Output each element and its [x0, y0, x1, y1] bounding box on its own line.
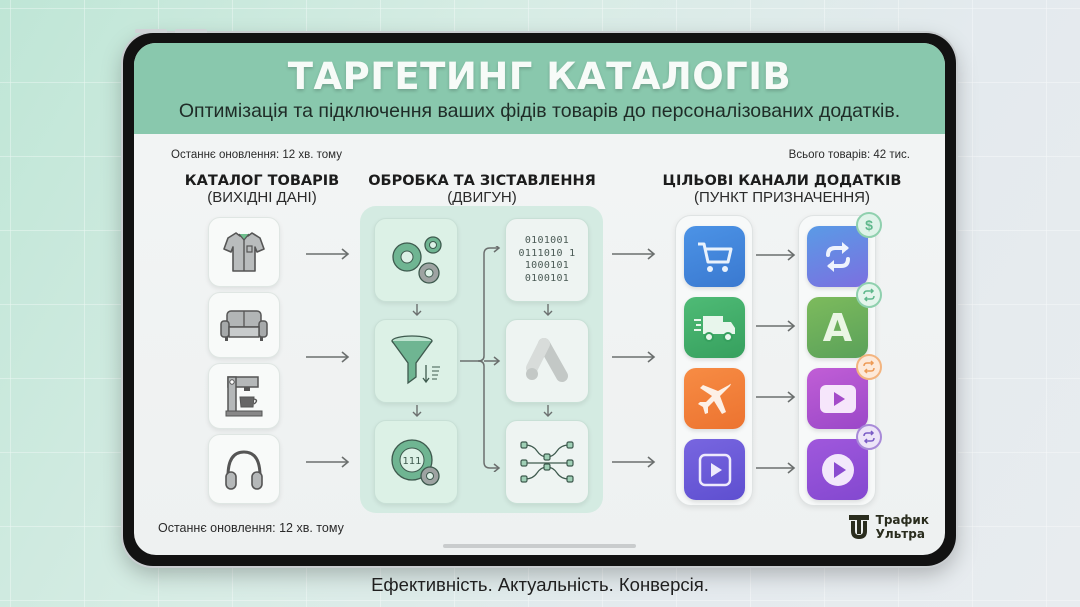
logo-line2: Ультра — [875, 527, 925, 541]
tablet-button — [175, 29, 207, 33]
arrow-icon — [612, 248, 656, 260]
column-header-engine: ОБРОБКА ТА ЗІСТАВЛЕННЯ (ДВИГУН) — [352, 173, 612, 206]
logo-line1: Трафик — [875, 513, 929, 527]
shirt-icon — [223, 232, 265, 272]
target-apps-column: A $ — [798, 212, 882, 506]
arrow-icon — [756, 249, 796, 261]
column-title: КАТАЛОГ ТОВАРІВ — [184, 173, 340, 189]
catalog-item-sofa[interactable] — [208, 292, 280, 358]
sofa-icon — [220, 310, 268, 341]
delivery-truck-icon — [693, 315, 735, 342]
target-app-player[interactable] — [807, 439, 868, 500]
sync-badge-icon — [856, 424, 882, 450]
column-subtitle: (ВИХІДНІ ДАНІ) — [207, 189, 317, 206]
column-header-targets: ЦІЛЬОВІ КАНАЛИ ДОДАТКІВ (ПУНКТ ПРИЗНАЧЕН… — [642, 173, 922, 206]
traffic-ultra-logo-icon — [848, 515, 869, 539]
source-apps-column — [675, 215, 753, 506]
headphones-icon — [225, 450, 263, 490]
shopping-cart-icon — [697, 242, 732, 272]
column-subtitle: (ДВИГУН) — [447, 189, 517, 206]
gears-icon — [392, 236, 442, 284]
arrow-down-icon — [412, 304, 422, 316]
arrow-down-icon — [543, 304, 553, 316]
youtube-play-icon — [819, 384, 856, 413]
video-play-icon — [698, 453, 731, 486]
sync-badge-icon — [856, 354, 882, 380]
total-items: Всього товарів: 42 тис. — [788, 149, 910, 161]
catalog-item-shirt[interactable] — [208, 217, 280, 287]
coffee-machine-icon — [225, 376, 263, 417]
engine-step-processing[interactable]: 111 — [374, 420, 458, 504]
dollar-badge-icon: $ — [856, 212, 882, 238]
target-app-sync[interactable] — [807, 226, 868, 287]
column-header-catalog: КАТАЛОГ ТОВАРІВ (ВИХІДНІ ДАНІ) — [152, 173, 372, 206]
sync-arrows-icon — [825, 241, 850, 272]
app-travel[interactable] — [684, 368, 745, 429]
arrow-down-icon — [543, 405, 553, 417]
engine-step-mapping[interactable] — [505, 420, 589, 504]
engine-step-filter[interactable] — [374, 319, 458, 403]
column-subtitle: (ПУНКТ ПРИЗНАЧЕННЯ) — [694, 189, 870, 206]
column-title: ЦІЛЬОВІ КАНАЛИ ДОДАТКІВ — [662, 173, 902, 189]
sync-badge-icon — [856, 282, 882, 308]
arrow-icon — [612, 456, 656, 468]
page-title: ТАРГЕТИНГ КАТАЛОГІВ — [287, 55, 792, 98]
google-ads-icon — [526, 338, 568, 382]
arrow-icon — [306, 456, 350, 468]
tablet-screen: ТАРГЕТИНГ КАТАЛОГІВ Оптимізація та підкл… — [134, 43, 945, 555]
brand-logo: Трафик Ультра — [848, 513, 929, 541]
arrow-down-icon — [412, 405, 422, 417]
catalog-item-coffee-machine[interactable] — [208, 363, 280, 429]
arrow-icon — [306, 248, 350, 260]
node-mapping-icon — [520, 441, 574, 483]
engine-step-gears[interactable] — [374, 218, 458, 302]
gear-binary-icon: 111 — [391, 439, 440, 486]
target-app-youtube[interactable] — [807, 368, 868, 429]
letter-a-icon: A — [822, 305, 853, 350]
page-subtitle: Оптимізація та підключення ваших фідів т… — [178, 100, 901, 122]
column-title: ОБРОБКА ТА ЗІСТАВЛЕННЯ — [368, 173, 596, 189]
tablet-button — [135, 29, 167, 33]
target-app-a[interactable]: A — [807, 297, 868, 358]
engine-step-ads[interactable] — [505, 319, 589, 403]
arrow-icon — [756, 320, 796, 332]
tablet-frame: ТАРГЕТИНГ КАТАЛОГІВ Оптимізація та підкл… — [123, 29, 956, 566]
funnel-sort-icon — [391, 335, 440, 385]
arrow-icon — [756, 462, 796, 474]
arrow-icon — [756, 391, 796, 403]
tagline: Ефективність. Актуальність. Конверсія. — [371, 574, 709, 595]
circle-play-icon — [821, 453, 854, 486]
svg-text:111: 111 — [402, 456, 421, 467]
last-update-top: Останнє оновлення: 12 хв. тому — [171, 149, 342, 161]
header-banner: ТАРГЕТИНГ КАТАЛОГІВ Оптимізація та підкл… — [134, 43, 945, 134]
home-indicator[interactable] — [443, 544, 636, 548]
arrow-icon — [612, 351, 656, 363]
app-shop[interactable] — [684, 226, 745, 287]
app-delivery[interactable] — [684, 297, 745, 358]
catalog-item-headphones[interactable] — [208, 434, 280, 504]
airplane-icon — [697, 383, 731, 414]
app-video[interactable] — [684, 439, 745, 500]
branch-connector-icon — [460, 246, 501, 472]
arrow-icon — [306, 351, 350, 363]
last-update-bottom: Останнє оновлення: 12 хв. тому — [158, 521, 344, 535]
